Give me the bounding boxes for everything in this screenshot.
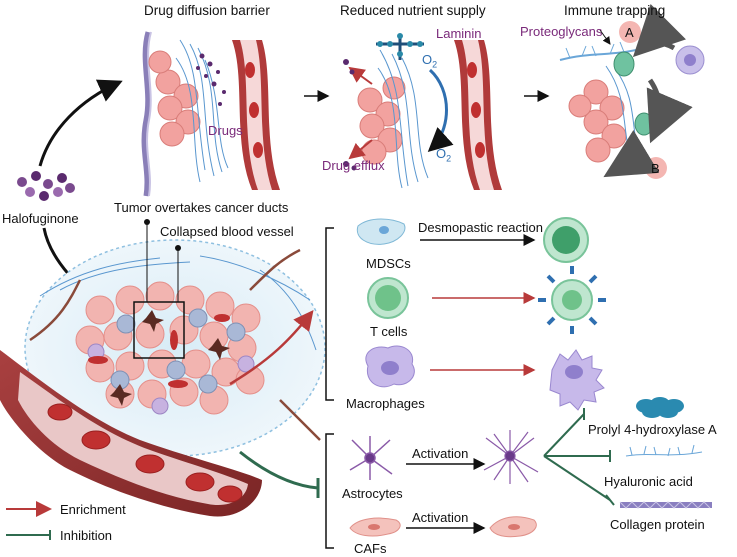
astrocyte-activated-icon <box>483 430 539 484</box>
mdsc-result-icon <box>543 217 589 263</box>
proteoglycans-label: Proteoglycans <box>520 24 603 39</box>
drugs-label: Drugs <box>208 123 243 138</box>
prolyl-label: Prolyl 4-hydroxylase A <box>588 422 717 437</box>
astrocytes-label: Astrocytes <box>342 486 403 501</box>
panel-immune-trapping <box>559 4 705 179</box>
blood-vessel <box>0 350 262 517</box>
activation-1-label: Activation <box>412 446 469 461</box>
macrophages-label: Macrophages <box>346 396 425 411</box>
caf-icon <box>349 517 401 537</box>
panel-reduced-nutrient <box>343 33 502 190</box>
nutrient-title: Reduced nutrient supply <box>340 3 486 18</box>
legend-inhibition-label: Inhibition <box>60 528 113 543</box>
t-cell-activated-icon <box>538 266 606 334</box>
tumor-ducts-label: Tumor overtakes cancer ducts <box>114 200 289 215</box>
o2-bottom-label: O2 <box>436 146 452 164</box>
astrocyte-icon <box>349 436 393 480</box>
collapsed-vessel-label: Collapsed blood vessel <box>160 224 294 239</box>
marker-a: A <box>625 25 634 40</box>
desmoplastic-label: Desmopastic reaction <box>418 220 543 235</box>
hyaluronic-acid-icon <box>625 444 703 457</box>
collapsed-vessel-box <box>133 301 185 359</box>
macrophage-icon <box>365 345 415 388</box>
collagen-label: Collagen protein <box>610 517 705 532</box>
t-cells-label: T cells <box>370 324 408 339</box>
halofuginone-icon <box>17 171 75 201</box>
caf-activated-icon <box>489 516 537 538</box>
drug-efflux-label: Drug efflux <box>322 158 385 173</box>
mdsc-cell-icon <box>356 218 406 245</box>
collagen-protein-icon <box>619 501 712 509</box>
activation-2-label: Activation <box>412 510 469 525</box>
inhibition-lines <box>543 408 615 506</box>
prolyl-hydroxylase-icon <box>636 397 684 418</box>
o2-top-label: O2 <box>422 52 438 70</box>
barrier-title: Drug diffusion barrier <box>144 3 270 18</box>
laminin-icon <box>376 33 424 60</box>
halofuginone-label: Halofuginone <box>2 211 79 226</box>
legend-enrichment-label: Enrichment <box>60 502 126 517</box>
t-cell-icon <box>367 277 409 319</box>
tumor-microenvironment <box>24 219 326 457</box>
macrophage-activated-icon <box>549 349 605 411</box>
mdscs-label: MDSCs <box>366 256 411 271</box>
cafs-label: CAFs <box>354 541 387 556</box>
laminin-label: Laminin <box>436 26 482 41</box>
marker-b: B <box>651 161 660 176</box>
panel-drug-diffusion-barrier <box>141 31 280 197</box>
hyaluronic-label: Hyaluronic acid <box>604 474 693 489</box>
immune-title: Immune trapping <box>564 3 666 18</box>
